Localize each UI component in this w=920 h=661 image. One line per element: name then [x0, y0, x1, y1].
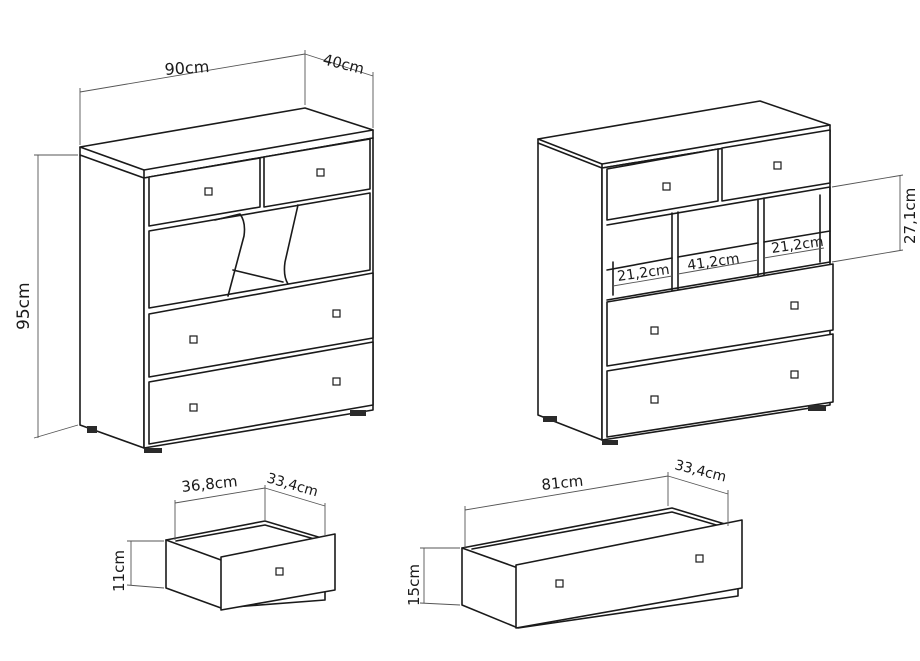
small-drawer-width-label: 36,8cm: [181, 472, 239, 496]
compartment-divider-right: [757, 197, 765, 277]
large-drawer-width-label: 81cm: [541, 472, 585, 494]
foot: [350, 410, 366, 416]
large-drawer-front: [515, 519, 743, 629]
large-drawer-front-1: [148, 272, 374, 378]
small-drawer-depth-line: [264, 487, 326, 536]
large-drawer-depth-label: 33,4cm: [673, 457, 728, 485]
depth-dimension-line: [304, 53, 374, 128]
knob: [650, 326, 659, 335]
chest-side-panel: [537, 142, 603, 441]
foot: [808, 405, 826, 411]
chest-assembled: [33, 50, 374, 453]
compartment-middle-width-label: 41,2cm: [686, 251, 740, 274]
knob: [316, 168, 325, 177]
large-drawer: [419, 472, 743, 629]
small-drawer-height-label: 11cm: [110, 550, 128, 592]
knob: [275, 567, 284, 576]
knob: [662, 182, 671, 191]
chest-height-label: 95cm: [14, 282, 34, 330]
small-drawer: [126, 485, 336, 611]
small-drawer-width-line: [174, 485, 266, 540]
height-dimension-line: [33, 154, 79, 439]
glass-divider-left: [214, 213, 246, 297]
knob: [650, 395, 659, 404]
knob: [332, 377, 341, 386]
chest-side-panel: [79, 154, 145, 449]
foot: [144, 448, 162, 453]
large-drawer-height-line: [419, 547, 461, 606]
large-drawer-height-label: 15cm: [405, 564, 423, 606]
large-drawer-front-1: [606, 263, 834, 367]
compartment-height-line: [831, 174, 904, 263]
small-drawer-height-line: [126, 540, 165, 589]
compartment-right-width-label: 21,2cm: [770, 234, 824, 257]
large-drawer-width-line: [464, 472, 669, 548]
knob: [773, 161, 782, 170]
glass-compartment: [148, 192, 371, 309]
foot: [87, 426, 97, 433]
foot: [602, 440, 618, 445]
knob: [332, 309, 341, 318]
compartment-width-lines: [612, 247, 825, 287]
large-drawer-front-2: [606, 333, 834, 438]
knob: [189, 403, 198, 412]
knob: [555, 579, 564, 588]
knob: [790, 301, 799, 310]
compartment-back: [606, 186, 831, 301]
glass-divider-right: [283, 204, 299, 285]
chest-open: [537, 100, 904, 445]
compartment-divider-left: [671, 211, 679, 291]
knob: [204, 187, 213, 196]
knob: [695, 554, 704, 563]
compartment-height-label: 27,1cm: [901, 188, 919, 244]
compartment-left-width-label: 21,2cm: [616, 262, 670, 285]
large-drawer-front-2: [148, 341, 374, 445]
chest-depth-label: 40cm: [321, 50, 366, 78]
large-drawer-depth-line: [667, 475, 729, 526]
width-dimension-line: [79, 50, 306, 145]
foot: [543, 416, 557, 422]
knob: [189, 335, 198, 344]
chest-width-label: 90cm: [164, 57, 210, 79]
knob: [790, 370, 799, 379]
